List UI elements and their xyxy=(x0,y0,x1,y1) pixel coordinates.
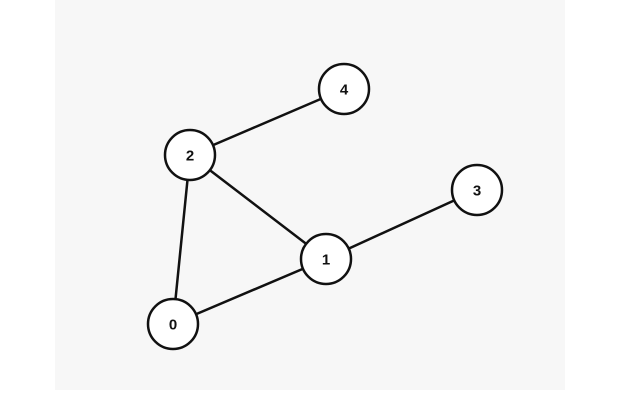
graph-node-label-4: 4 xyxy=(340,82,349,99)
graph-node-label-0: 0 xyxy=(169,317,177,334)
graph-node-4[interactable]: 4 xyxy=(317,62,371,116)
graph-edge-0-2 xyxy=(171,153,192,326)
graph-node-label-3: 3 xyxy=(473,183,481,200)
graph-edge-0-1 xyxy=(171,257,328,326)
graph-node-3[interactable]: 3 xyxy=(450,163,504,217)
graph-node-0[interactable]: 0 xyxy=(146,297,200,351)
graph-node-1[interactable]: 1 xyxy=(299,232,353,286)
graph-edge-1-2 xyxy=(188,153,328,261)
graph-node-circle-2[interactable] xyxy=(163,128,217,182)
graph-edge-1-3 xyxy=(324,188,479,261)
graph-node-circle-3[interactable] xyxy=(450,163,504,217)
graph-node-label-2: 2 xyxy=(186,148,194,165)
graph-edge-2-4 xyxy=(188,87,346,157)
nodes-layer: 0 1 2 3 4 xyxy=(146,62,504,351)
edges-layer xyxy=(171,87,479,326)
graph-node-circle-4[interactable] xyxy=(317,62,371,116)
graph-node-label-1: 1 xyxy=(322,252,330,269)
graph-node-circle-1[interactable] xyxy=(299,232,353,286)
graph-node-2[interactable]: 2 xyxy=(163,128,217,182)
graph-node-circle-0[interactable] xyxy=(146,297,200,351)
